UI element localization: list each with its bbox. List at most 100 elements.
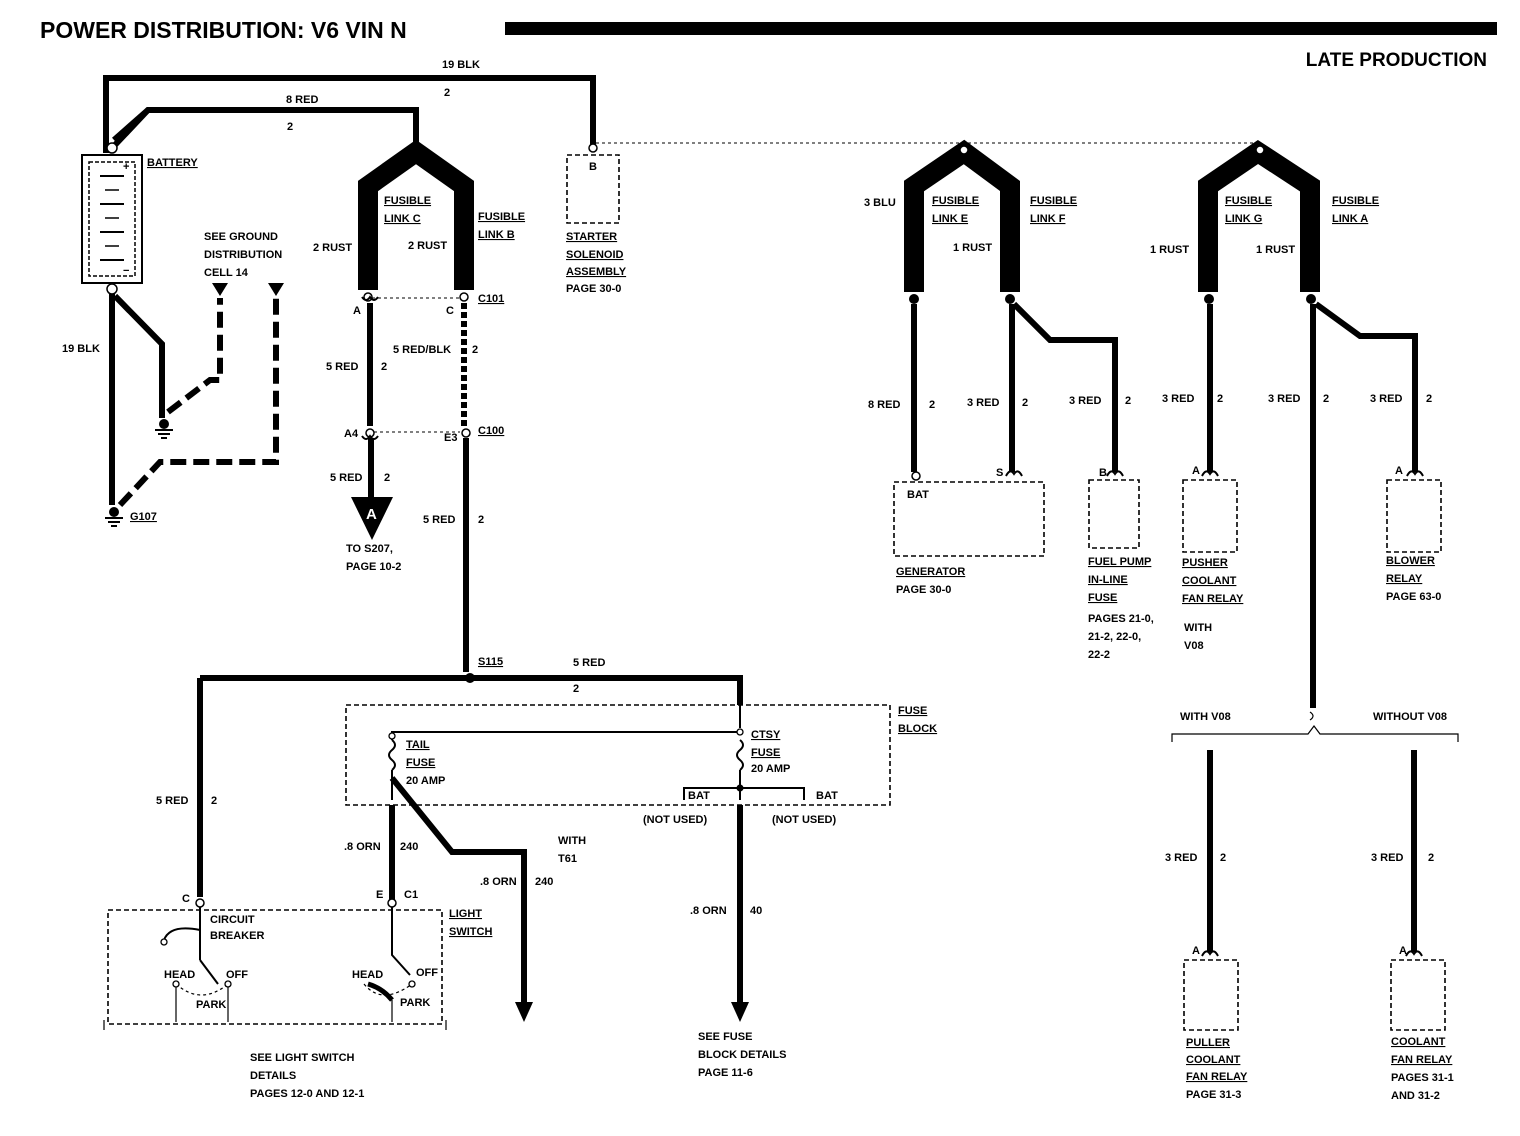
component-label: COOLANT bbox=[1186, 1054, 1241, 1066]
wire-label: 5 RED bbox=[573, 657, 605, 669]
option-label: WITH V08 bbox=[1180, 711, 1231, 723]
pusher-relay-box bbox=[1182, 479, 1238, 553]
terminal-label: A bbox=[1192, 465, 1200, 477]
component-label: ASSEMBLY bbox=[566, 266, 627, 278]
offpage-ref: TO S207, bbox=[346, 543, 393, 555]
component-label: BLOWER bbox=[1386, 555, 1435, 567]
option-note: V08 bbox=[1184, 640, 1204, 652]
wire-label: 8 RED bbox=[286, 94, 318, 106]
connector-pin bbox=[459, 292, 469, 302]
option-note: WITH bbox=[558, 835, 586, 847]
ground-symbol-icon bbox=[105, 507, 123, 527]
component-label: PULLER bbox=[1186, 1037, 1230, 1049]
terminal-label: BAT bbox=[688, 790, 710, 802]
wire-label: 1 RUST bbox=[953, 242, 992, 254]
coolant-relay-box bbox=[1390, 959, 1446, 1031]
fuse-terminal bbox=[736, 728, 744, 736]
component-label: FUSE bbox=[1088, 592, 1117, 604]
wire-label: 3 RED bbox=[1162, 393, 1194, 405]
circuit-number: 2 bbox=[1428, 852, 1434, 864]
wire-3red bbox=[1314, 301, 1418, 472]
circuit-number: 240 bbox=[400, 841, 418, 853]
splice-dot bbox=[909, 294, 919, 304]
wire-label: 2 RUST bbox=[313, 242, 352, 254]
wire-label: 2 RUST bbox=[408, 240, 447, 252]
component-ref: PAGE 30-0 bbox=[896, 584, 951, 596]
terminal-forks bbox=[361, 295, 1424, 957]
component-label: IN-LINE bbox=[1088, 574, 1128, 586]
wire-label: 3 RED bbox=[967, 397, 999, 409]
starter-solenoid-box bbox=[566, 154, 620, 224]
component-label: GENERATOR bbox=[896, 566, 965, 578]
blower-relay-box bbox=[1386, 479, 1442, 553]
splice-dot bbox=[1204, 294, 1214, 304]
circuit-number: 2 bbox=[384, 472, 390, 484]
wire-label: 5 RED bbox=[326, 361, 358, 373]
see-ground-text: SEE GROUND bbox=[204, 231, 278, 243]
connector-pin-label: A4 bbox=[344, 428, 359, 440]
fusible-link-label: FUSIBLE bbox=[478, 211, 525, 223]
component-label: FAN RELAY bbox=[1391, 1054, 1453, 1066]
see-ground-text: DISTRIBUTION bbox=[204, 249, 282, 261]
light-switch-box bbox=[107, 909, 443, 1025]
offpage-arrow-a bbox=[351, 497, 393, 540]
wire-label: 5 RED bbox=[330, 472, 362, 484]
circuit-number: 2 bbox=[929, 399, 935, 411]
generator-box bbox=[893, 481, 1045, 557]
ground-ref-arrow bbox=[212, 283, 228, 296]
fusible-link-label: LINK F bbox=[1030, 213, 1066, 225]
splice-id: S115 bbox=[478, 656, 503, 668]
switch-position: PARK bbox=[400, 997, 430, 1009]
fuse-block-label: FUSE bbox=[898, 705, 927, 717]
wire-3red bbox=[1011, 301, 1118, 472]
wire-label: 8 RED bbox=[868, 399, 900, 411]
component-ref: AND 31-2 bbox=[1391, 1090, 1440, 1102]
connector-id: C100 bbox=[478, 425, 504, 437]
fuse-block-label: BLOCK bbox=[898, 723, 937, 735]
battery-feed-wires bbox=[103, 75, 596, 153]
connector-pin bbox=[588, 143, 598, 153]
option-label: WITHOUT V08 bbox=[1373, 711, 1447, 723]
circuit-number: 2 bbox=[573, 683, 579, 695]
reference-note: DETAILS bbox=[250, 1070, 296, 1082]
puller-relay-box bbox=[1183, 959, 1239, 1031]
terminal-note: (NOT USED) bbox=[643, 814, 708, 826]
component-label: FUEL PUMP bbox=[1088, 556, 1151, 568]
fuse-rating: 20 AMP bbox=[751, 763, 790, 775]
terminal-label: BAT bbox=[907, 489, 929, 501]
circuit-number: 2 bbox=[287, 121, 293, 133]
connector-pin bbox=[911, 471, 921, 481]
fuse-block-box bbox=[345, 704, 891, 806]
circuit-number: 40 bbox=[750, 905, 762, 917]
component-ref: PAGES 21-0, bbox=[1088, 613, 1154, 625]
splice-dot bbox=[1306, 294, 1316, 304]
battery-plus: + bbox=[123, 161, 129, 173]
option-note: T61 bbox=[558, 853, 577, 865]
component-label: SOLENOID bbox=[566, 249, 624, 261]
fusible-link-label: FUSIBLE bbox=[1332, 195, 1379, 207]
page-title: POWER DISTRIBUTION: V6 VIN N bbox=[40, 17, 407, 43]
circuit-number: 2 bbox=[444, 87, 450, 99]
reference-note: PAGE 11-6 bbox=[698, 1067, 753, 1079]
wire-label: .8 ORN bbox=[480, 876, 517, 888]
terminal-label: BAT bbox=[816, 790, 838, 802]
wire-label: 3 BLU bbox=[864, 197, 896, 209]
connector-pin bbox=[461, 428, 471, 438]
component-label: CIRCUIT bbox=[210, 914, 255, 926]
fuse-terminal bbox=[388, 732, 396, 740]
ground-ref-arrow bbox=[268, 283, 284, 296]
reference-note: PAGES 12-0 AND 12-1 bbox=[250, 1088, 364, 1100]
fusible-link-label: LINK A bbox=[1332, 213, 1368, 225]
connector-pin-label: A bbox=[353, 305, 361, 317]
battery-negative-terminal bbox=[106, 283, 118, 295]
wire-5red-s115 bbox=[200, 675, 743, 705]
offpage-letter: A bbox=[366, 506, 377, 523]
switch-position: HEAD bbox=[164, 969, 195, 981]
terminal-label: B bbox=[589, 161, 597, 173]
wire-label: .8 ORN bbox=[690, 905, 727, 917]
circuit-number: 2 bbox=[381, 361, 387, 373]
reference-note: SEE FUSE bbox=[698, 1031, 752, 1043]
wire-label: 3 RED bbox=[1268, 393, 1300, 405]
circuit-number: 2 bbox=[1426, 393, 1432, 405]
component-label: RELAY bbox=[1386, 573, 1423, 585]
